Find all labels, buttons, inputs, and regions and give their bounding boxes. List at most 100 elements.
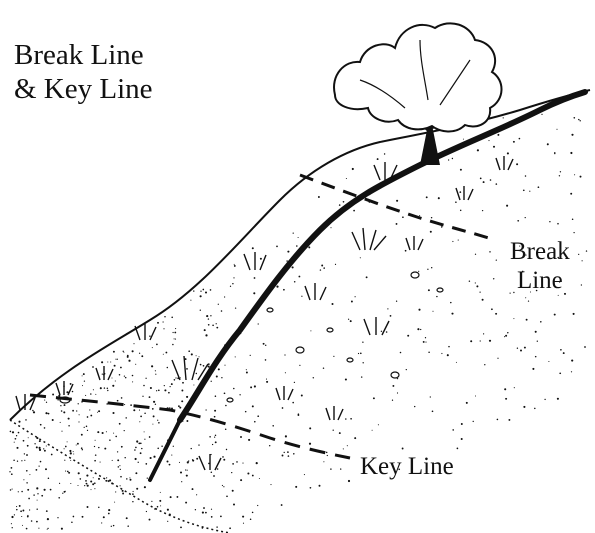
stipple-dot <box>338 204 341 206</box>
stipple-dot <box>233 264 236 267</box>
stipple-dot <box>525 254 527 256</box>
stipple-dot <box>85 480 87 482</box>
stipple-dot <box>479 177 482 180</box>
stipple-dot <box>38 527 40 529</box>
stipple-dot <box>159 499 162 502</box>
stipple-dot <box>92 483 95 486</box>
stipple-dot <box>210 380 212 382</box>
stipple-dot <box>44 399 46 401</box>
stipple-dot <box>509 292 511 294</box>
stipple-dot <box>172 343 174 346</box>
stipple-dot <box>201 527 204 529</box>
stipple-dot <box>131 350 134 353</box>
stipple-dot <box>437 197 440 200</box>
stipple-dot <box>94 454 97 456</box>
stipple-dot <box>368 193 371 196</box>
stipple-dot <box>308 246 311 249</box>
stipple-dot <box>423 161 427 164</box>
stipple-dot <box>349 320 352 323</box>
stipple-dot <box>232 503 236 506</box>
stipple-dot <box>130 404 132 406</box>
stipple-dot <box>171 407 173 410</box>
stipple-dot <box>65 470 67 472</box>
stipple-dot <box>513 291 515 294</box>
stipple-dot <box>59 482 61 484</box>
stipple-dot <box>391 399 394 401</box>
stipple-dot <box>459 191 462 193</box>
stipple-dot <box>132 493 134 495</box>
stipple-dot <box>333 355 335 357</box>
stipple-dot <box>124 404 126 406</box>
stipple-dot <box>580 284 583 286</box>
stipple-dot <box>68 425 70 427</box>
stipple-dot <box>201 372 203 374</box>
stipple-dot <box>326 454 328 457</box>
stipple-dot <box>535 289 538 292</box>
stipple-dot <box>18 504 21 507</box>
stipple-dot <box>81 515 84 518</box>
stipple-dot <box>578 118 580 121</box>
stipple-dot <box>557 222 559 225</box>
stipple-dot <box>175 328 177 330</box>
stipple-dot <box>145 377 147 379</box>
stipple-dot <box>112 350 115 353</box>
stipple-dot <box>330 468 332 470</box>
stipple-dot <box>249 518 252 521</box>
stipple-dot <box>36 499 38 501</box>
stipple-dot <box>105 479 108 482</box>
stipple-dot <box>224 344 226 346</box>
stipple-dot <box>251 405 254 408</box>
stipple-dot <box>17 431 20 434</box>
stipple-dot <box>476 285 479 288</box>
stipple-dot <box>148 436 151 438</box>
stipple-dot <box>181 400 184 403</box>
stipple-dot <box>479 291 481 293</box>
stipple-dot <box>488 339 492 342</box>
stipple-dot <box>11 431 15 434</box>
stipple-dot <box>10 473 13 476</box>
stipple-dot <box>72 451 74 453</box>
stipple-dot <box>226 495 228 498</box>
stipple-dot <box>126 478 128 480</box>
stipple-dot <box>252 307 255 310</box>
stipple-dot <box>481 298 484 301</box>
stipple-dot <box>35 468 38 471</box>
stipple-dot <box>153 400 156 403</box>
stipple-dot <box>59 421 61 423</box>
stipple-dot <box>43 488 46 491</box>
stipple-dot <box>10 467 13 469</box>
stipple-dot <box>177 377 180 380</box>
stipple-dot <box>557 256 559 259</box>
stipple-dot <box>323 461 325 463</box>
stipple-dot <box>523 405 526 408</box>
stipple-dot <box>354 296 356 298</box>
stipple-dot <box>584 346 586 348</box>
stipple-dot <box>109 439 111 441</box>
stipple-dot <box>474 282 476 284</box>
stipple-dot <box>516 347 519 349</box>
stipple-dot <box>36 487 39 490</box>
stipple-dot <box>283 451 285 454</box>
stipple-dot <box>138 352 141 354</box>
stipple-dot <box>436 295 438 298</box>
stipple-dot <box>470 340 473 343</box>
stipple-dot <box>255 462 258 465</box>
stipple-dot <box>158 458 160 460</box>
stipple-dot <box>85 482 88 485</box>
stipple-dot <box>495 259 497 261</box>
stipple-dot <box>190 299 192 301</box>
stipple-dot <box>210 508 213 510</box>
stipple-dot <box>45 468 47 471</box>
stipple-dot <box>77 403 79 405</box>
stipple-dot <box>9 430 12 433</box>
stipple-dot <box>474 395 477 397</box>
stipple-dot <box>204 291 208 294</box>
stipple-dot <box>38 448 42 451</box>
stipple-dot <box>63 397 66 400</box>
stipple-dot <box>16 506 18 508</box>
stipple-dot <box>123 351 125 353</box>
stipple-dot <box>234 307 237 309</box>
stipple-dot <box>186 469 188 471</box>
stipple-dot <box>309 486 312 489</box>
stipple-dot <box>441 352 443 355</box>
